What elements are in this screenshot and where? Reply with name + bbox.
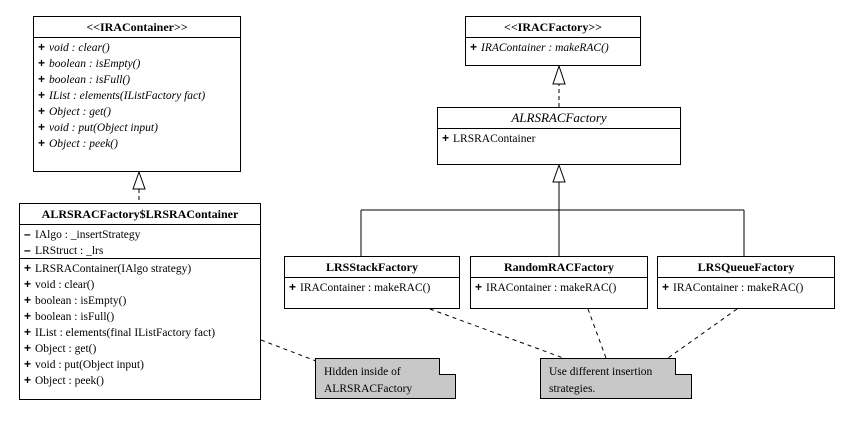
method-compartment-lrsra-container: +LRSRAContainer(IAlgo strategy) +void : … xyxy=(20,258,260,400)
visibility-marker: + xyxy=(24,325,32,339)
member-row: +LRSRAContainer(IAlgo strategy) xyxy=(20,261,260,277)
member-row: +Object : get() xyxy=(34,104,240,120)
visibility-marker: + xyxy=(38,72,46,86)
method-compartment-lrs-queue-factory: +IRAContainer : makeRAC() xyxy=(658,277,834,305)
member-row: +LRSRAContainer xyxy=(438,131,680,147)
member-signature: void : put(Object input) xyxy=(49,122,158,134)
visibility-marker: + xyxy=(470,40,478,54)
member-row: +Object : peek() xyxy=(20,373,260,389)
realization-ira-container xyxy=(132,170,146,207)
member-signature: LRStruct : _lrs xyxy=(35,245,104,257)
visibility-marker: + xyxy=(38,120,46,134)
member-signature: boolean : isFull() xyxy=(35,311,115,323)
member-signature: IRAContainer : makeRAC() xyxy=(300,282,431,294)
member-row: +IList : elements(final IListFactory fac… xyxy=(20,325,260,341)
class-box-irac-factory[interactable]: <<IRACFactory>> +IRAContainer : makeRAC(… xyxy=(465,16,641,66)
member-signature: boolean : isEmpty() xyxy=(35,295,127,307)
method-compartment-lrs-stack-factory: +IRAContainer : makeRAC() xyxy=(285,277,459,305)
note-hidden-inside[interactable]: Hidden inside of ALRSRACFactory xyxy=(315,358,456,399)
visibility-marker: + xyxy=(24,357,32,371)
note-text: Hidden inside of ALRSRACFactory xyxy=(324,366,413,395)
visibility-marker: + xyxy=(24,293,32,307)
note-anchor-lines xyxy=(260,308,738,362)
member-row: +IRAContainer : makeRAC() xyxy=(471,280,647,296)
class-title-irac-factory: <<IRACFactory>> xyxy=(504,20,602,34)
visibility-marker: + xyxy=(475,280,483,294)
visibility-marker: + xyxy=(662,280,670,294)
member-row: +void : clear() xyxy=(34,40,240,56)
visibility-marker: + xyxy=(38,88,46,102)
class-box-lrsra-container[interactable]: ALRSRACFactory$LRSRAContainer –IAlgo : _… xyxy=(19,203,261,400)
member-signature: void : clear() xyxy=(49,42,110,54)
member-row: +boolean : isEmpty() xyxy=(20,293,260,309)
visibility-marker: + xyxy=(38,40,46,54)
visibility-marker: – xyxy=(24,227,31,241)
member-row: –LRStruct : _lrs xyxy=(20,243,260,259)
realization-irac-factory xyxy=(552,64,566,107)
member-row: +void : clear() xyxy=(20,277,260,293)
member-row: +IRAContainer : makeRAC() xyxy=(285,280,459,296)
class-box-lrs-stack-factory[interactable]: LRSStackFactory +IRAContainer : makeRAC(… xyxy=(284,256,460,309)
visibility-marker: + xyxy=(24,261,32,275)
member-signature: LRSRAContainer(IAlgo strategy) xyxy=(35,263,192,275)
method-compartment-ira-container: +void : clear() +boolean : isEmpty() +bo… xyxy=(34,37,240,168)
member-signature: void : clear() xyxy=(35,279,95,291)
member-signature: Object : peek() xyxy=(49,138,118,150)
member-row: +boolean : isFull() xyxy=(20,309,260,325)
visibility-marker: + xyxy=(24,309,32,323)
member-row: +Object : peek() xyxy=(34,136,240,152)
member-signature: IAlgo : _insertStrategy xyxy=(35,229,141,241)
member-signature: IRAContainer : makeRAC() xyxy=(486,282,617,294)
member-signature: void : put(Object input) xyxy=(35,359,144,371)
member-row: +boolean : isEmpty() xyxy=(34,56,240,72)
visibility-marker: + xyxy=(38,136,46,150)
method-compartment-alrsrac-factory: +LRSRAContainer xyxy=(438,128,680,158)
note-fold-corner-icon xyxy=(439,358,456,375)
class-title-lrsra-container: ALRSRACFactory$LRSRAContainer xyxy=(41,207,239,221)
generalization-tree-alrsracfactory xyxy=(360,163,745,256)
member-row: +void : put(Object input) xyxy=(34,120,240,136)
visibility-marker: + xyxy=(24,341,32,355)
class-box-alrsrac-factory[interactable]: ALRSRACFactory +LRSRAContainer xyxy=(437,107,681,165)
member-signature: Object : peek() xyxy=(35,375,104,387)
member-signature: Object : get() xyxy=(35,343,97,355)
member-row: +boolean : isFull() xyxy=(34,72,240,88)
visibility-marker: + xyxy=(24,373,32,387)
class-title-ira-container: <<IRAContainer>> xyxy=(86,20,188,34)
note-insertion-strategies[interactable]: Use different insertion strategies. xyxy=(540,358,692,399)
field-compartment-lrsra-container: –IAlgo : _insertStrategy –LRStruct : _lr… xyxy=(20,224,260,258)
member-signature: IRAContainer : makeRAC() xyxy=(481,42,609,54)
note-text: Use different insertion strategies. xyxy=(549,366,653,395)
visibility-marker: + xyxy=(38,104,46,118)
class-title-random-rac-factory: RandomRACFactory xyxy=(504,260,614,274)
member-signature: IList : elements(final IListFactory fact… xyxy=(35,327,216,339)
member-row: +void : put(Object input) xyxy=(20,357,260,373)
member-row: +IRAContainer : makeRAC() xyxy=(658,280,834,296)
member-signature: IRAContainer : makeRAC() xyxy=(673,282,804,294)
member-signature: boolean : isEmpty() xyxy=(49,58,141,70)
member-row: +Object : get() xyxy=(20,341,260,357)
member-signature: boolean : isFull() xyxy=(49,74,131,86)
note-fold-corner-icon xyxy=(675,358,692,375)
class-title-lrs-queue-factory: LRSQueueFactory xyxy=(697,260,795,274)
class-title-alrsrac-factory: ALRSRACFactory xyxy=(511,110,607,125)
class-box-lrs-queue-factory[interactable]: LRSQueueFactory +IRAContainer : makeRAC(… xyxy=(657,256,835,309)
visibility-marker: + xyxy=(24,277,32,291)
method-compartment-irac-factory: +IRAContainer : makeRAC() xyxy=(466,37,640,62)
member-row: +IRAContainer : makeRAC() xyxy=(466,40,640,56)
class-title-lrs-stack-factory: LRSStackFactory xyxy=(326,260,418,274)
class-box-ira-container[interactable]: <<IRAContainer>> +void : clear() +boolea… xyxy=(33,16,241,172)
class-box-random-rac-factory[interactable]: RandomRACFactory +IRAContainer : makeRAC… xyxy=(470,256,648,309)
member-signature: IList : elements(IListFactory fact) xyxy=(49,90,206,102)
member-signature: Object : get() xyxy=(49,106,111,118)
member-signature: LRSRAContainer xyxy=(453,133,536,145)
visibility-marker: – xyxy=(24,243,31,257)
method-compartment-random-rac-factory: +IRAContainer : makeRAC() xyxy=(471,277,647,305)
member-row: +IList : elements(IListFactory fact) xyxy=(34,88,240,104)
visibility-marker: + xyxy=(289,280,297,294)
visibility-marker: + xyxy=(442,131,450,145)
member-row: –IAlgo : _insertStrategy xyxy=(20,227,260,243)
visibility-marker: + xyxy=(38,56,46,70)
